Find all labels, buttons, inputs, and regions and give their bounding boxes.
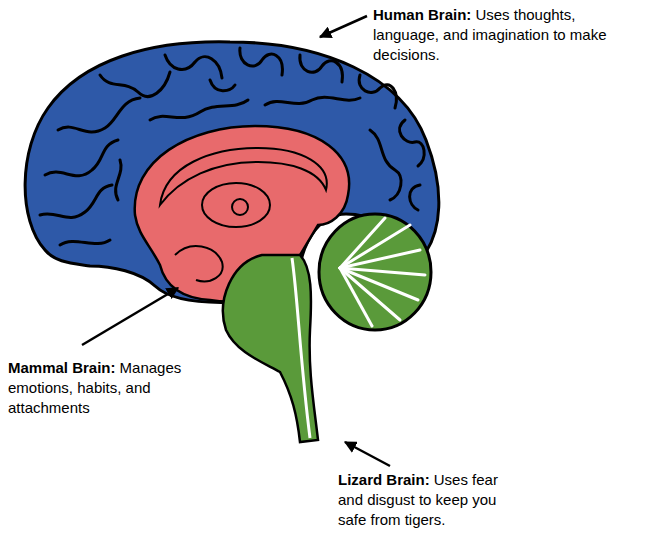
leader-arrow (82, 288, 178, 345)
hippocampus (175, 246, 223, 281)
callout-heading: Mammal Brain: (8, 359, 116, 376)
callout-heading: Lizard Brain: (338, 471, 430, 488)
thalamus-core (232, 199, 248, 215)
callout-heading: Human Brain: (373, 6, 471, 23)
callout-label: Human Brain:Uses thoughts, language, and… (373, 5, 633, 65)
arbor-vitae (340, 218, 425, 326)
callout-label: Mammal Brain:Manages emotions, habits, a… (8, 358, 198, 418)
cerebellum (319, 214, 431, 330)
leader-arrows (82, 16, 390, 466)
callout-label: Lizard Brain:Uses fear and disgust to ke… (338, 470, 523, 530)
thalamus (202, 183, 270, 227)
leader-arrow (345, 442, 390, 466)
leader-arrow (320, 16, 367, 37)
brainstem (223, 255, 318, 442)
brainstem-edge (292, 258, 310, 438)
